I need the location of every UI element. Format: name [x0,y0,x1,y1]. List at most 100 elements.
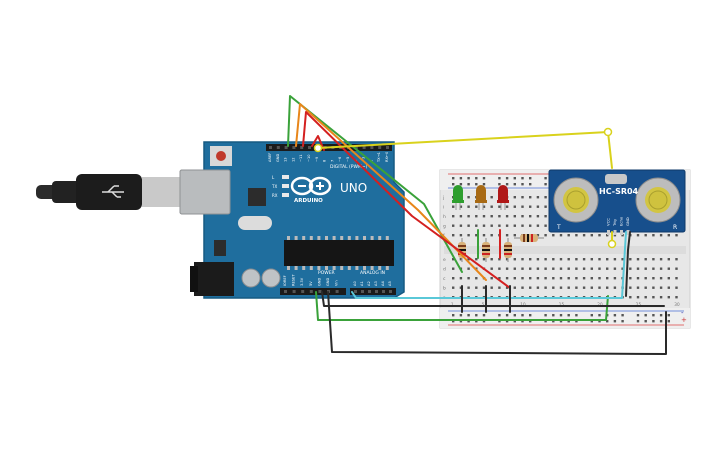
breadboard-hole[interactable] [536,267,540,270]
breadboard-hole[interactable] [613,258,617,261]
breadboard-hole[interactable] [544,286,547,289]
breadboard-hole[interactable] [452,224,455,227]
breadboard-hole[interactable] [467,234,470,237]
breadboard-hole[interactable] [644,277,647,280]
breadboard-hole[interactable] [529,205,532,208]
breadboard-hole[interactable] [544,277,547,280]
breadboard-hole[interactable] [606,258,609,261]
breadboard-hole[interactable] [536,215,540,218]
breadboard-hole[interactable] [544,258,547,261]
rail-hole[interactable] [613,314,617,317]
breadboard-hole[interactable] [675,296,678,299]
rail-hole[interactable] [521,177,524,180]
breadboard-hole[interactable] [505,234,509,237]
header-hole[interactable] [269,146,272,149]
breadboard-hole[interactable] [459,205,463,208]
header-hole[interactable] [318,290,322,293]
breadboard-hole[interactable] [482,234,486,237]
breadboard-hole[interactable] [521,224,524,227]
resistor-2[interactable] [482,238,490,262]
breadboard-hole[interactable] [452,267,455,270]
rail-hole[interactable] [575,314,578,317]
breadboard-hole[interactable] [652,258,655,261]
breadboard-hole[interactable] [490,267,493,270]
breadboard-hole[interactable] [475,286,478,289]
breadboard-hole[interactable] [498,277,501,280]
rail-hole[interactable] [475,177,478,180]
breadboard-hole[interactable] [621,234,624,237]
breadboard-hole[interactable] [475,234,478,237]
breadboard-hole[interactable] [567,277,570,280]
breadboard-hole[interactable] [559,234,563,237]
rail-hole[interactable] [498,314,501,317]
breadboard-hole[interactable] [521,286,524,289]
reset-button[interactable] [216,151,226,161]
header-hole[interactable] [284,290,287,293]
rail-hole[interactable] [559,314,563,317]
breadboard-hole[interactable] [675,277,678,280]
rail-hole[interactable] [498,183,501,186]
breadboard-hole[interactable] [582,286,586,289]
breadboard-hole[interactable] [544,215,547,218]
sensor-pin[interactable] [620,230,623,235]
breadboard-hole[interactable] [498,258,501,261]
header-hole[interactable] [386,146,389,149]
rail-hole[interactable] [644,314,647,317]
wire-red-pin11[interactable] [302,111,511,289]
header-hole[interactable] [276,146,280,149]
rail-hole[interactable] [559,320,563,323]
breadboard-hole[interactable] [552,267,555,270]
rail-hole[interactable] [575,320,578,323]
resistors[interactable] [458,234,544,262]
breadboard-hole[interactable] [582,267,586,270]
rail-hole[interactable] [544,183,547,186]
header-hole[interactable] [301,290,305,293]
rail-hole[interactable] [621,320,624,323]
breadboard-hole[interactable] [490,224,493,227]
header-hole[interactable] [284,146,288,149]
header-hole[interactable] [361,290,364,293]
breadboard-hole[interactable] [452,205,455,208]
breadboard-hole[interactable] [513,196,516,199]
header-hole[interactable] [300,146,304,149]
breadboard-hole[interactable] [505,258,509,261]
rail-hole[interactable] [459,314,463,317]
breadboard-hole[interactable] [482,258,486,261]
breadboard-hole[interactable] [521,277,524,280]
breadboard-hole[interactable] [536,277,540,280]
breadboard-hole[interactable] [490,234,493,237]
breadboard-hole[interactable] [505,277,509,280]
breadboard-hole[interactable] [552,234,555,237]
rail-hole[interactable] [505,177,509,180]
header-hole[interactable] [362,146,366,149]
rail-hole[interactable] [459,320,463,323]
breadboard-hole[interactable] [667,296,670,299]
rail-hole[interactable] [482,177,486,180]
breadboard-hole[interactable] [567,234,570,237]
breadboard-hole[interactable] [606,277,609,280]
breadboard-hole[interactable] [598,234,601,237]
breadboard-hole[interactable] [529,286,532,289]
rail-hole[interactable] [513,314,516,317]
breadboard-hole[interactable] [629,296,632,299]
rail-hole[interactable] [552,320,555,323]
breadboard-hole[interactable] [529,224,532,227]
rail-hole[interactable] [467,314,470,317]
header-hole[interactable] [292,290,296,293]
rail-hole[interactable] [452,183,455,186]
rail-hole[interactable] [544,320,547,323]
breadboard-hole[interactable] [467,215,470,218]
breadboard-hole[interactable] [552,277,555,280]
led-3[interactable] [497,185,509,210]
breadboard-hole[interactable] [590,277,593,280]
breadboard-hole[interactable] [459,224,463,227]
leds[interactable] [452,185,509,210]
breadboard-hole[interactable] [459,286,463,289]
breadboard-hole[interactable] [559,277,563,280]
breadboard-hole[interactable] [467,286,470,289]
sensor-pin[interactable] [607,230,610,235]
header-hole[interactable] [378,146,382,149]
resistor-3[interactable] [504,238,512,262]
rail-hole[interactable] [513,183,516,186]
breadboard-hole[interactable] [575,277,578,280]
